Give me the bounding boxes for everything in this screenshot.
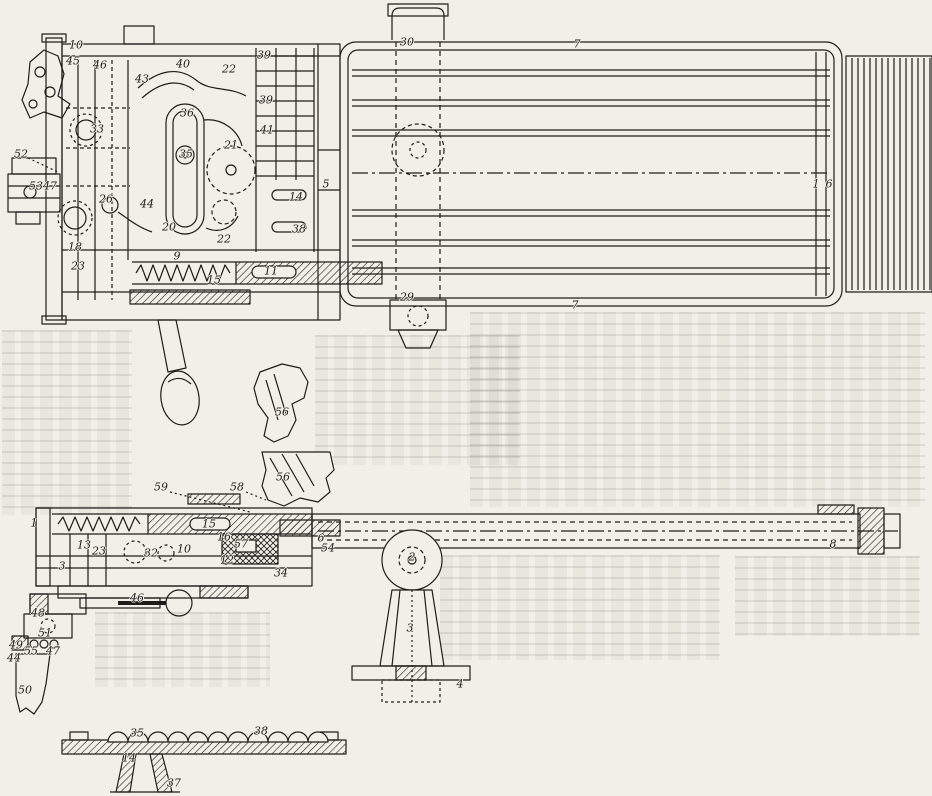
feed-ladder <box>255 48 315 252</box>
detached-fragment <box>253 363 309 443</box>
grip-cluster <box>11 593 87 715</box>
steam-tube <box>387 3 449 349</box>
mount-pedestal <box>351 529 471 703</box>
feed-block-cross-section <box>61 731 347 793</box>
top-figure-longitudinal-section <box>7 3 932 426</box>
receiver-section <box>57 25 341 321</box>
crank-handle <box>157 319 200 426</box>
water-jacket <box>339 41 843 307</box>
fragment-56 <box>169 451 335 513</box>
muzzle-gland <box>845 55 932 293</box>
receiver-elevation <box>35 507 341 617</box>
bottom-figure-side-elevation <box>11 451 901 715</box>
fusee-spring <box>129 261 383 305</box>
rear-bracket <box>7 157 61 225</box>
rear-latch <box>21 49 71 119</box>
lock-mechanism <box>137 71 256 235</box>
